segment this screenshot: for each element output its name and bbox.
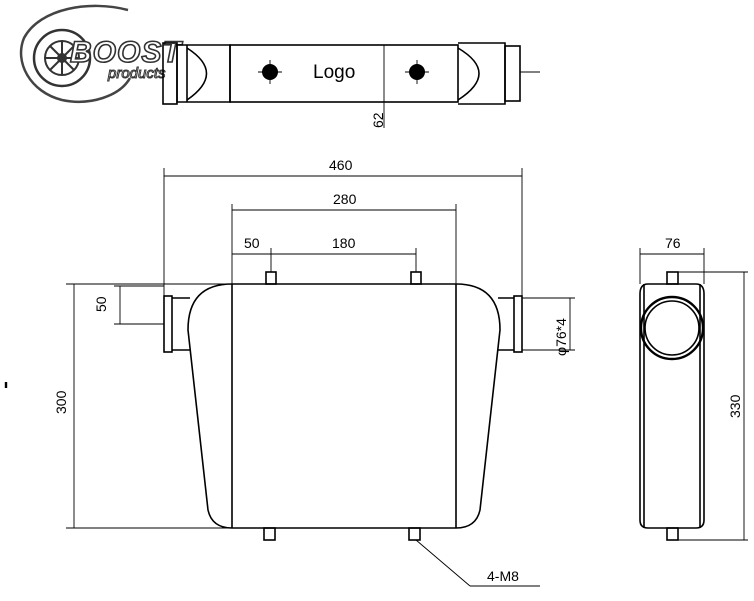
dimension-62: 62	[370, 45, 386, 128]
dimension-280-label: 280	[333, 191, 357, 207]
dimension-62-label: 62	[370, 112, 386, 128]
brand-logo: BOOST products	[19, 4, 183, 103]
dimension-460: 460	[163, 157, 523, 296]
side-stud-bottom	[666, 527, 679, 541]
top-view-stud-right	[405, 60, 429, 84]
side-view: 76 330	[639, 235, 748, 541]
front-view-right-pipe	[498, 295, 523, 353]
dimension-inlet-offset-label: 50	[93, 296, 109, 312]
stud-top-left	[265, 271, 277, 285]
front-view: 460 280 50 180 50	[4, 157, 575, 587]
mount-studs-callout: 4-M8	[415, 539, 540, 587]
top-view: Logo 62	[162, 42, 540, 128]
dimension-pipe-diameter: φ76*4	[522, 297, 575, 356]
dimension-300: 300	[53, 283, 232, 529]
top-view-right-tank	[457, 42, 540, 105]
front-view-core	[187, 283, 501, 529]
side-view-pipe	[639, 295, 705, 361]
turbo-swirl-icon	[19, 4, 132, 103]
dimension-460-label: 460	[329, 157, 353, 173]
dimension-330-label: 330	[727, 394, 743, 418]
stud-bottom-right	[408, 527, 421, 541]
side-view-body	[639, 283, 705, 529]
dimension-330: 330	[678, 271, 748, 541]
stud-top-right	[410, 271, 422, 285]
stud-bottom-left	[263, 527, 276, 541]
dimension-300-label: 300	[53, 390, 69, 414]
dimension-inlet-offset: 50	[93, 285, 164, 325]
side-stud-top	[666, 271, 679, 285]
dimension-stud-offset: 50	[232, 235, 272, 272]
logo-label: Logo	[313, 62, 355, 83]
brand-name: BOOST	[70, 36, 183, 69]
dimension-180: 180	[271, 235, 417, 272]
dimension-76-label: 76	[665, 235, 681, 251]
front-view-left-pipe	[163, 295, 190, 353]
dimension-pipe-diameter-label: φ76*4	[553, 318, 569, 356]
mount-studs-label: 4-M8	[487, 568, 519, 584]
brand-tagline: products	[107, 65, 166, 82]
dimension-stud-offset-label: 50	[244, 235, 260, 251]
dimension-280: 280	[231, 191, 457, 284]
dimension-180-label: 180	[332, 235, 356, 251]
top-view-left-tank	[162, 42, 231, 105]
top-view-stud-left	[258, 60, 282, 84]
dimension-76: 76	[639, 235, 705, 284]
